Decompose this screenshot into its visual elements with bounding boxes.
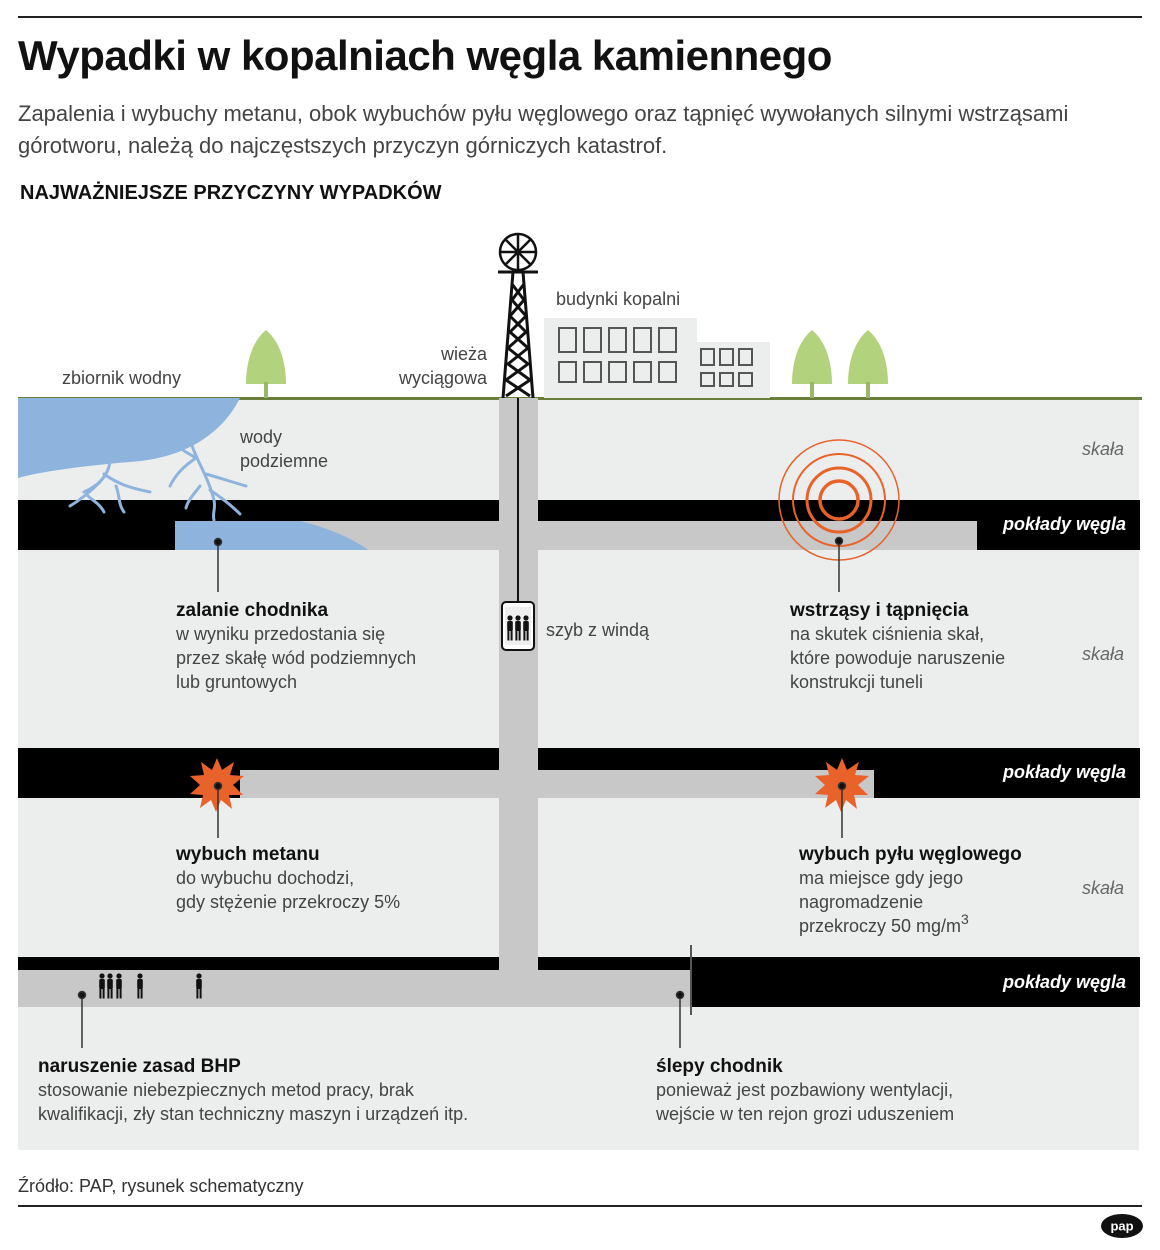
dead-end-title: ślepy chodnik	[656, 1056, 783, 1077]
bottom-rule	[18, 1205, 1142, 1207]
underground-water-label-1: wody	[239, 427, 282, 447]
dust-line-3-text: przekroczy 50 mg/m	[799, 916, 961, 936]
dust-line-2: nagromadzenie	[799, 892, 923, 912]
headframe-tower	[498, 270, 538, 399]
methane-line-1: do wybuchu dochodzi,	[176, 868, 354, 888]
dust-superscript: 3	[961, 911, 969, 927]
top-rule	[18, 16, 1142, 18]
coal-label-2: pokłady węgla	[1002, 762, 1126, 782]
bhp-line-2: kwalifikacji, zły stan techniczny maszyn…	[38, 1104, 468, 1124]
elevator-cage-icon	[501, 601, 535, 651]
tunnel-3	[18, 970, 692, 1007]
pap-logo-text: pap	[1110, 1219, 1133, 1234]
dust-title: wybuch pyłu węglowego	[798, 844, 1022, 865]
section-title: NAJWAŻNIEJSZE PRZYCZYNY WYPADKÓW	[20, 182, 442, 204]
tremors-line-1: na skutek ciśnienia skał,	[790, 624, 984, 644]
mine-buildings	[544, 318, 770, 398]
tree-icon	[792, 330, 832, 398]
rock-label-2: skała	[1082, 644, 1124, 664]
methane-line-2: gdy stężenie przekroczy 5%	[176, 892, 400, 912]
flooding-line-3: lub gruntowych	[176, 672, 297, 692]
tunnel-2	[240, 770, 874, 798]
bhp-line-1: stosowanie niebezpiecznych metod pracy, …	[38, 1080, 415, 1100]
flooding-title: zalanie chodnika	[176, 600, 328, 621]
flooding-line-2: przez skałę wód podziemnych	[176, 648, 416, 668]
rock-label-1: skała	[1082, 439, 1124, 459]
pap-logo: pap	[1101, 1214, 1143, 1238]
tremors-line-2: które powoduje naruszenie	[790, 648, 1005, 668]
underground-water-roots	[68, 438, 248, 522]
page-subtitle: Zapalenia i wybuchy metanu, obok wybuchó…	[18, 101, 1069, 158]
source-note: Źródło: PAP, rysunek schematyczny	[18, 1176, 304, 1196]
winding-wheel-icon	[498, 232, 538, 272]
flooded-tunnel	[175, 521, 368, 550]
underground-water-label-2: podziemne	[240, 451, 328, 471]
tower-label-1: wieża	[440, 344, 488, 364]
mine-diagram: zbiornik wodny wody podziemne budynki ko…	[18, 232, 1142, 1150]
water-reservoir	[18, 398, 240, 478]
coal-label-1: pokłady węgla	[1002, 514, 1126, 534]
tree-icon	[246, 330, 286, 398]
dust-line-3: przekroczy 50 mg/m3	[799, 911, 969, 936]
dead-end-line-1: ponieważ jest pozbawiony wentylacji,	[656, 1080, 953, 1100]
tree-icon	[848, 330, 888, 398]
buildings-label: budynki kopalni	[556, 289, 680, 309]
methane-title: wybuch metanu	[175, 844, 320, 865]
dead-end-line-2: wejście w ten rejon grozi uduszeniem	[655, 1104, 954, 1124]
page-title: Wypadki w kopalniach węgla kamiennego	[18, 32, 832, 79]
bhp-title: naruszenie zasad BHP	[38, 1056, 241, 1077]
tremors-line-3: konstrukcji tuneli	[790, 672, 923, 692]
shaft-label: szyb z windą	[546, 620, 650, 640]
tower-label-2: wyciągowa	[398, 368, 488, 388]
rock-label-3: skała	[1082, 878, 1124, 898]
coal-label-3: pokłady węgla	[1002, 972, 1126, 992]
dust-line-1: ma miejsce gdy jego	[799, 868, 963, 888]
ground-line	[18, 397, 1142, 400]
tremors-title: wstrząsy i tąpnięcia	[789, 600, 969, 621]
water-reservoir-label: zbiornik wodny	[62, 368, 181, 388]
flooding-line-1: w wyniku przedostania się	[175, 624, 385, 644]
